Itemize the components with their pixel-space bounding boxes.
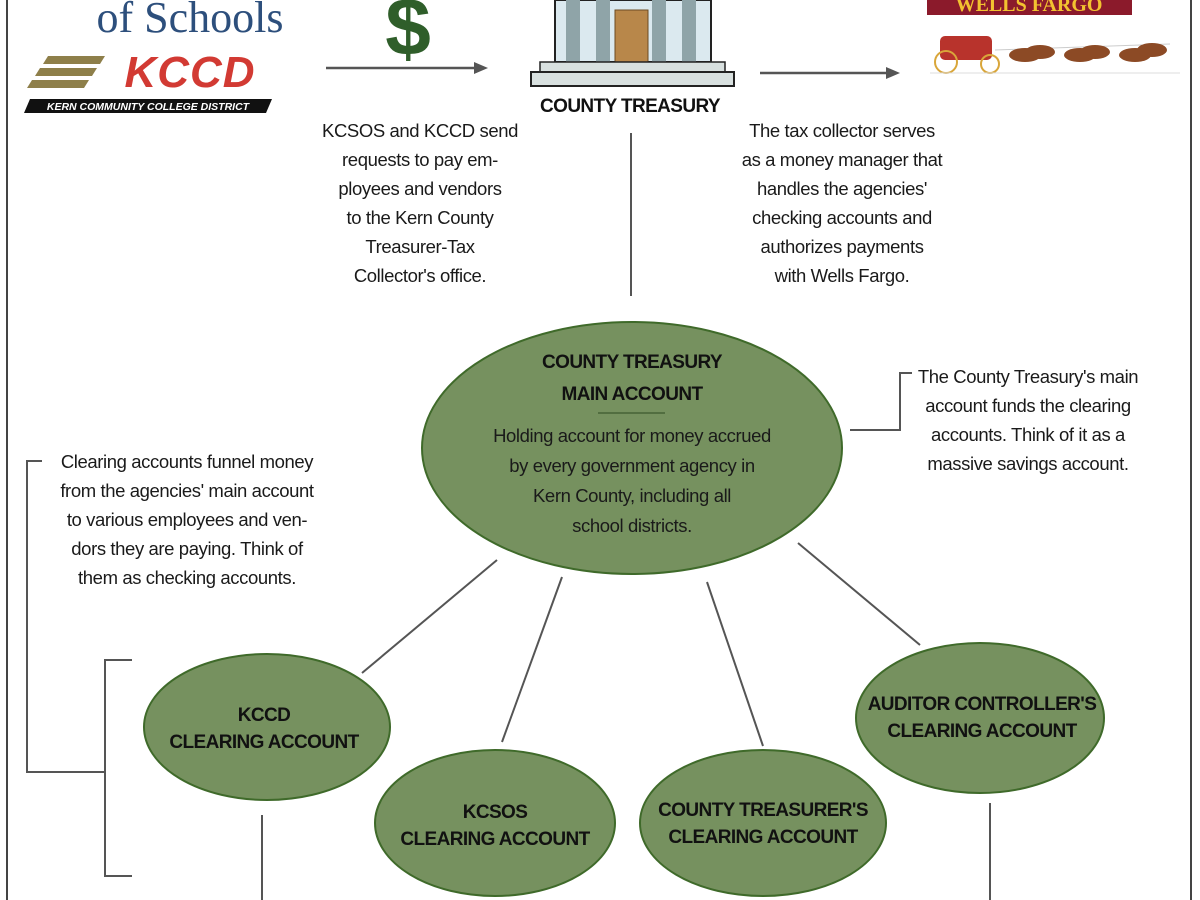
main-account-title: COUNTY TREASURY [542, 352, 723, 373]
county-treasury-label: COUNTY TREASURY [540, 96, 721, 117]
wells-fargo-text: WELLS FARGO [956, 0, 1103, 16]
note-main-account: The County Treasury's main account funds… [918, 366, 1139, 474]
arrow-to-wells-fargo [760, 67, 900, 79]
arrow-head-icon [474, 62, 488, 74]
main-account-node: COUNTY TREASURY MAIN ACCOUNT Holding acc… [421, 321, 843, 575]
arrow-head-icon [886, 67, 900, 79]
bank-building-icon [530, 0, 735, 87]
note-main-bracket [850, 372, 912, 431]
caption-line: authorizes payments [760, 236, 923, 257]
note-line: from the agencies' main account [60, 480, 314, 501]
auditor-controller-clearing-node: AUDITOR CONTROLLER'S CLEARING ACCOUNT [855, 642, 1105, 794]
note-clearing-bracket [26, 460, 105, 773]
kccd-logo-subtitle: KERN COMMUNITY COLLEGE DISTRICT [47, 101, 251, 113]
main-account-title: MAIN ACCOUNT [562, 384, 704, 405]
node-label: KCSOS [463, 802, 528, 823]
main-account-body: Kern County, including all [533, 485, 731, 506]
kccd-logo-banner [24, 99, 272, 113]
main-account-body: Holding account for money accrued [493, 425, 771, 446]
kccd-logo-stripe [43, 56, 105, 64]
kccd-logo-text: KCCD [124, 48, 255, 97]
connector-treasurer [706, 581, 764, 747]
note-line: account funds the clearing [925, 395, 1131, 416]
caption-left: KCSOS and KCCD send requests to pay em- … [322, 120, 519, 286]
main-account-body: school districts. [572, 515, 692, 536]
kccd-logo-stripe [27, 80, 89, 88]
connector-kccd [361, 559, 498, 674]
arrow-to-treasury [326, 62, 488, 74]
caption-line: requests to pay em- [342, 149, 498, 170]
note-line: massive savings account. [927, 453, 1128, 474]
caption-line: Treasurer-Tax [365, 236, 475, 257]
caption-line: checking accounts and [752, 207, 932, 228]
county-treasurer-clearing-node: COUNTY TREASURER'S CLEARING ACCOUNT [639, 749, 887, 897]
node-label: COUNTY TREASURER'S [658, 800, 868, 821]
connector-auditor [797, 542, 921, 646]
node-label: AUDITOR CONTROLLER'S [868, 694, 1097, 715]
caption-line: as a money manager that [742, 149, 943, 170]
note-line: Clearing accounts funnel money [61, 451, 314, 472]
caption-line: handles the agencies' [757, 178, 927, 199]
note-line: accounts. Think of it as a [931, 424, 1126, 445]
node-label: CLEARING ACCOUNT [169, 732, 359, 753]
node-label: CLEARING ACCOUNT [668, 827, 858, 848]
main-account-body: by every government agency in [509, 455, 755, 476]
clearing-group-bracket [104, 659, 132, 877]
wells-fargo-logo: WELLS FARGO [927, 0, 1132, 16]
note-line: them as checking accounts. [78, 567, 296, 588]
note-line: dors they are paying. Think of [71, 538, 304, 559]
note-line: The County Treasury's main [918, 366, 1138, 387]
kcsos-clearing-node: KCSOS CLEARING ACCOUNT [374, 749, 616, 897]
connector-kcsos [501, 576, 563, 743]
node-label: KCCD [238, 705, 291, 726]
stagecoach-icon [930, 36, 1180, 74]
note-line: to various employees and ven- [67, 509, 308, 530]
kccd-clearing-node: KCCD CLEARING ACCOUNT [143, 653, 391, 801]
node-label: CLEARING ACCOUNT [887, 721, 1077, 742]
caption-right: The tax collector serves as a money mana… [742, 120, 943, 286]
note-clearing-accounts: Clearing accounts funnel money from the … [60, 451, 314, 588]
caption-line: Collector's office. [354, 265, 486, 286]
kccd-logo-stripe [35, 68, 97, 76]
kccd-logo: KCCD KERN COMMUNITY COLLEGE DISTRICT [24, 48, 272, 113]
caption-line: with Wells Fargo. [774, 265, 910, 286]
caption-line: ployees and vendors [338, 178, 501, 199]
node-label: CLEARING ACCOUNT [400, 829, 590, 850]
caption-line: The tax collector serves [749, 120, 935, 141]
caption-line: to the Kern County [346, 207, 494, 228]
dollar-icon: $ [385, 0, 431, 73]
caption-line: KCSOS and KCCD send [322, 120, 518, 141]
kcsos-logo-text: of Schools [97, 0, 284, 42]
